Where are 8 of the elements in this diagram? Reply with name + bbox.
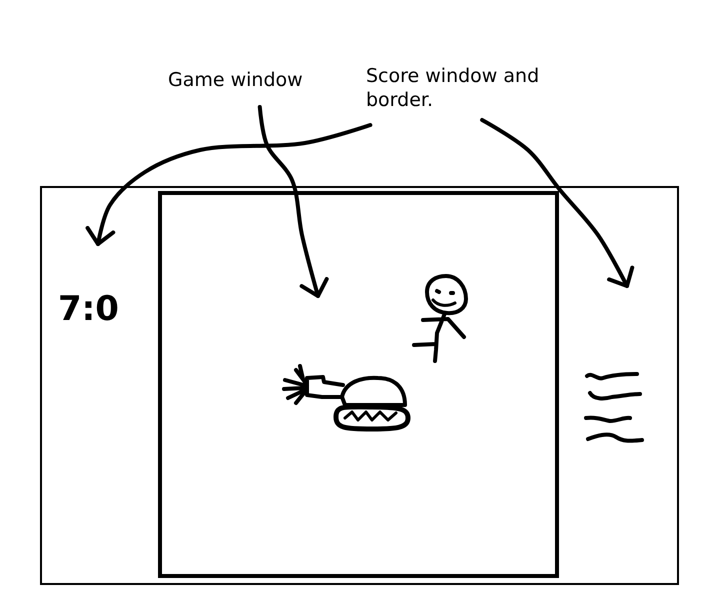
callout-text: Game window (168, 68, 304, 92)
arrow (258, 105, 329, 298)
game-window-frame (158, 191, 559, 578)
callout-text: Score window and border. (366, 64, 540, 112)
score-text: 7:0 (58, 290, 119, 328)
arrow (86, 123, 372, 246)
arrow (480, 118, 634, 288)
border-frame (40, 186, 679, 585)
